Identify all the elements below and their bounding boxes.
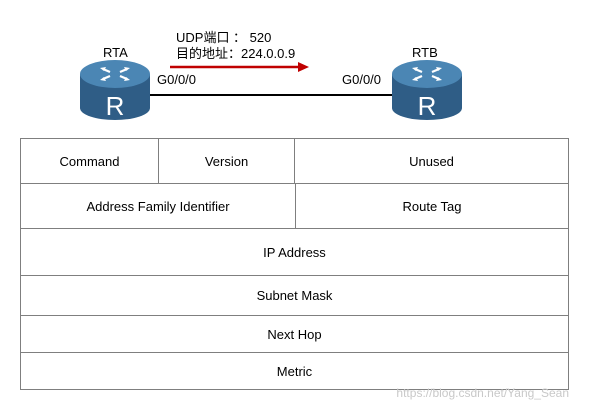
udp-port-annotation: UDP端口 ： 520 目的地址：224.0.0.9: [176, 30, 295, 62]
field-next-hop: Next Hop: [21, 316, 568, 353]
watermark: https://blog.csdn.net/Yang_Sean: [396, 386, 569, 400]
topology-diagram: R R: [80, 60, 462, 121]
router-rtb-icon: R: [392, 60, 462, 121]
udp-port-line: UDP端口 ： 520: [176, 30, 272, 45]
field-metric: Metric: [276, 363, 313, 379]
router-rta-icon: R: [80, 60, 150, 121]
router-rtb-letter: R: [418, 91, 437, 121]
arrow-head: [298, 62, 309, 72]
router-rta-letter: R: [106, 91, 125, 121]
field-address-family-identifier: Address Family Identifier: [21, 184, 296, 229]
destination-address-line: 目的地址：224.0.0.9: [176, 46, 296, 61]
field-version: Version: [159, 139, 295, 184]
router-rtb-name: RTB: [412, 45, 438, 60]
rip-packet-format-table: Command Version Unused Address Family Id…: [20, 138, 569, 390]
field-command: Command: [21, 139, 159, 184]
rta-interface-label: G0/0/0: [157, 72, 197, 87]
rtb-interface-label: G0/0/0: [342, 72, 382, 87]
router-rta-name: RTA: [103, 45, 128, 60]
field-subnet-mask: Subnet Mask: [21, 276, 568, 316]
field-ip-address: IP Address: [21, 229, 568, 276]
field-route-tag: Route Tag: [296, 184, 568, 229]
field-unused: Unused: [295, 139, 568, 184]
